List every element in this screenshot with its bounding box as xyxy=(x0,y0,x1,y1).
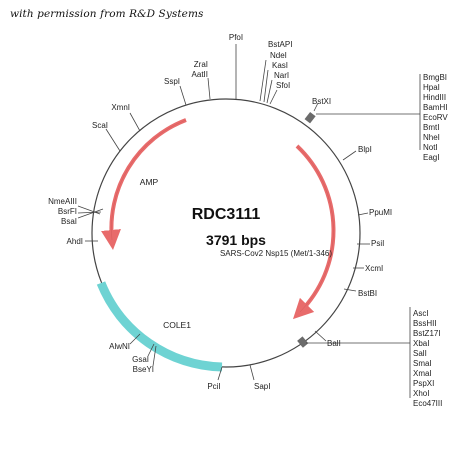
mcs2-item: Eco47III xyxy=(413,399,442,408)
site-sapi: SapI xyxy=(254,382,270,391)
site-scai: ScaI xyxy=(92,121,108,130)
site-bstbi: BstBI xyxy=(358,289,377,298)
mcs2-item: XmaI xyxy=(413,369,432,378)
mcs1-item: HpaI xyxy=(423,83,440,92)
site-pcii: PciI xyxy=(207,382,220,391)
insert-arrow-outline xyxy=(296,145,334,313)
site-bseyi: BseYI xyxy=(133,365,154,374)
site-psii: PsiI xyxy=(371,239,384,248)
mcs1-item: BmtI xyxy=(423,123,439,132)
backbone-circle xyxy=(91,98,361,368)
mcs1-item: BamHI xyxy=(423,103,447,112)
mcs1-item: EagI xyxy=(423,153,439,162)
site-xmni: XmnI xyxy=(111,103,130,112)
site-zrai: ZraI xyxy=(194,60,208,69)
mcs1-item: NheI xyxy=(423,133,440,142)
mcs2-item: SmaI xyxy=(413,359,432,368)
site-alwni: AlwNI xyxy=(109,342,130,351)
site-sspi-top: SspI xyxy=(164,77,180,86)
site-ahdi: AhdI xyxy=(67,237,83,246)
mcs2-item: XbaI xyxy=(413,339,429,348)
mcs2-item: SalI xyxy=(413,349,427,358)
plasmid-name: RDC3111 xyxy=(192,206,261,223)
site-gsai: GsaI xyxy=(132,355,149,364)
mcs2-item: BssHII xyxy=(413,319,437,328)
site-bstapi: BstAPI xyxy=(268,40,292,49)
site-kasi: KasI xyxy=(272,61,288,70)
site-bsai: BsaI xyxy=(61,217,77,226)
site-bstxi: BstXI xyxy=(312,97,331,106)
bstxi-marker xyxy=(304,112,316,124)
insert-label: SARS-Cov2 Nsp15 (Met/1-346) xyxy=(220,249,332,258)
mcs1-list: BmgBI HpaI HindIII BamHI EcoRV BmtI NheI… xyxy=(423,73,448,162)
mcs2-list: AscI BssHII BstZ17I XbaI SalI SmaI XmaI … xyxy=(413,309,442,408)
insert-arrow xyxy=(292,144,336,320)
amp-label: AMP xyxy=(140,177,159,187)
credit-text: with permission from R&D Systems xyxy=(10,8,204,20)
mcs1-item: BmgBI xyxy=(423,73,447,82)
cole1-feature xyxy=(96,281,223,372)
mcs2-item: XhoI xyxy=(413,389,429,398)
site-nmeaiii: NmeAIII xyxy=(48,197,77,206)
mcs2-item: AscI xyxy=(413,309,429,318)
mcs2-item: BstZ17I xyxy=(413,329,441,338)
site-ticks xyxy=(77,44,421,398)
cole1-label: COLE1 xyxy=(163,320,191,330)
bali-marker xyxy=(297,336,309,348)
site-ppumi: PpuMI xyxy=(369,208,392,217)
mcs1-item: EcoRV xyxy=(423,113,448,122)
site-ndei: NdeI xyxy=(270,51,287,60)
site-bali: BalI xyxy=(327,339,341,348)
amp-arrow-outline xyxy=(111,119,187,241)
site-xcmi: XcmI xyxy=(365,264,383,273)
site-nari: NarI xyxy=(274,71,289,80)
site-sfoi: SfoI xyxy=(276,81,290,90)
site-aatii: AatII xyxy=(192,70,208,79)
site-blpi: BlpI xyxy=(358,145,372,154)
site-bsrfi: BsrFI xyxy=(58,207,77,216)
mcs1-item: NotI xyxy=(423,143,438,152)
site-pfoi: PfoI xyxy=(229,33,243,42)
mcs1-item: HindIII xyxy=(423,93,446,102)
mcs2-item: PspXI xyxy=(413,379,434,388)
plasmid-size: 3791 bps xyxy=(206,232,266,248)
